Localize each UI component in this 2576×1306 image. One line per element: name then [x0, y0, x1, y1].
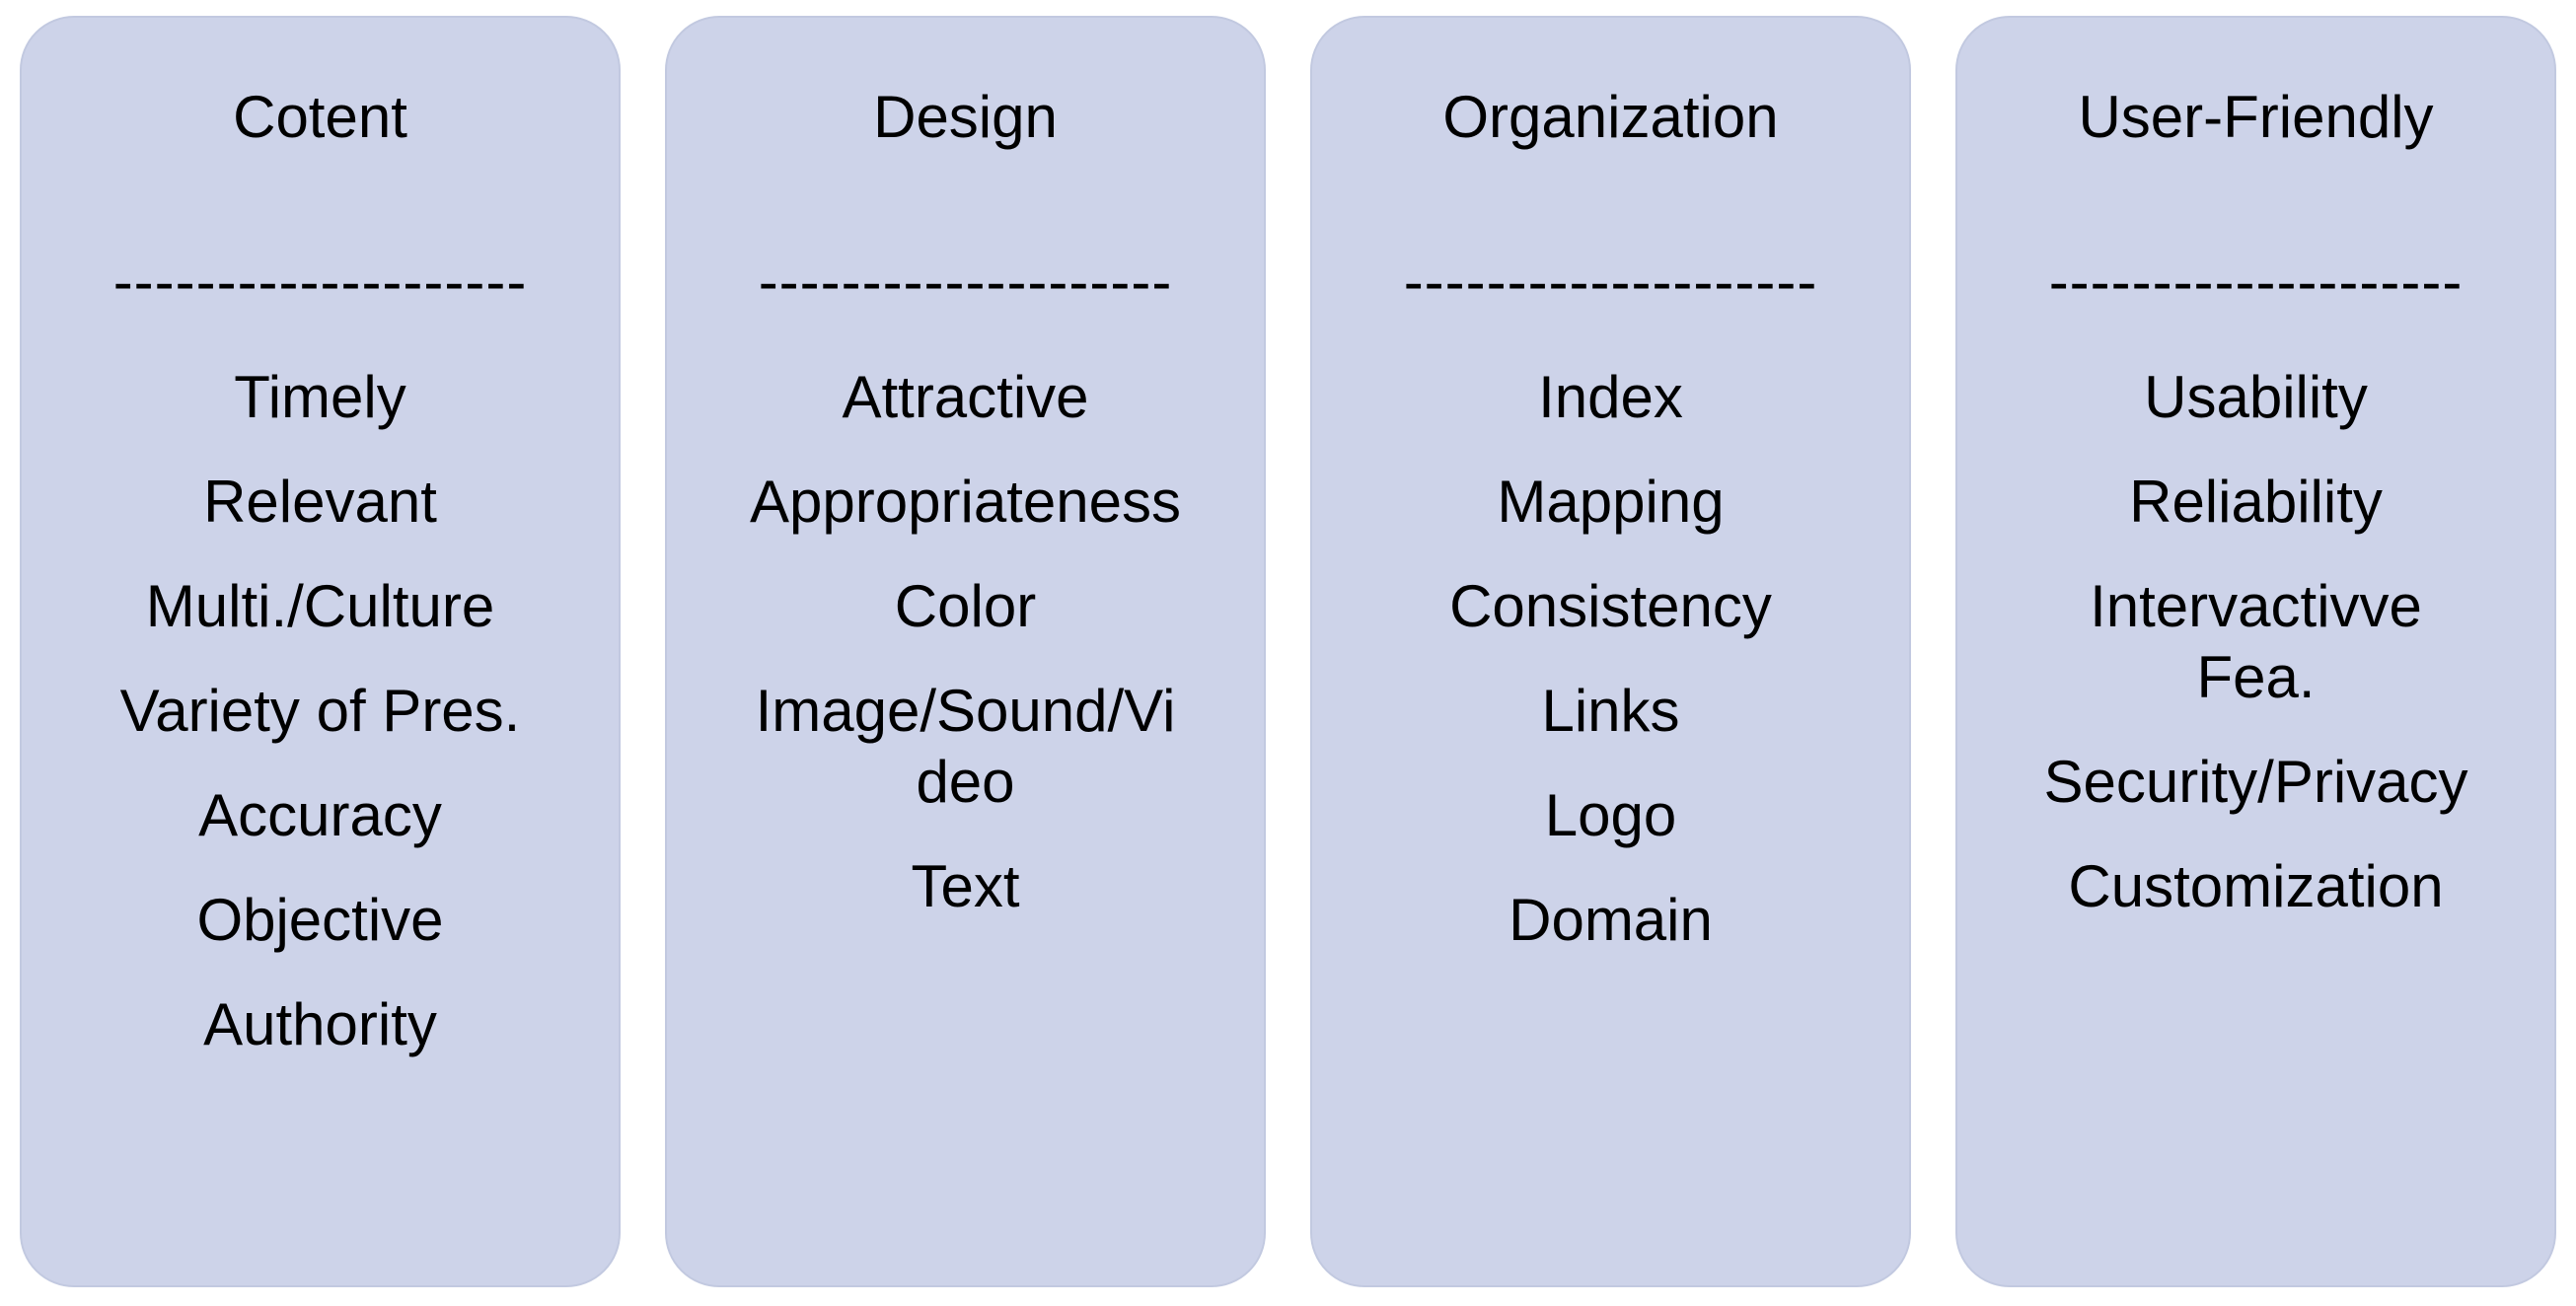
list-item: Text [911, 853, 1020, 919]
card-title: Cotent [233, 84, 407, 150]
list-item: Index [1538, 364, 1683, 430]
list-item: Usability [2144, 364, 2368, 430]
card-user-friendly: User-Friendly -------------------- Usabi… [1955, 16, 2556, 1287]
list-item: Attractive [842, 364, 1089, 430]
list-item: Relevant [203, 469, 437, 535]
card-content: Cotent -------------------- Timely Relev… [20, 16, 621, 1287]
list-item: Security/Privacy [2043, 749, 2468, 815]
list-item: Multi./Culture [145, 573, 495, 639]
card-organization: Organization -------------------- Index … [1310, 16, 1911, 1287]
dashed-divider: -------------------- [112, 249, 528, 315]
dashed-divider: -------------------- [2048, 249, 2464, 315]
list-item: Intervactivve Fea. [2090, 573, 2422, 710]
list-item: Domain [1509, 887, 1713, 953]
card-title: Design [873, 84, 1058, 150]
card-item-list: Usability Reliability Intervactivve Fea.… [2036, 362, 2475, 922]
list-item: Consistency [1449, 573, 1772, 639]
card-title: Organization [1442, 84, 1779, 150]
dashed-divider: -------------------- [758, 249, 1173, 315]
card-design: Design -------------------- Attractive A… [665, 16, 1266, 1287]
list-item: Timely [234, 364, 406, 430]
card-item-list: Index Mapping Consistency Links Logo Dom… [1391, 362, 1830, 956]
list-item: Links [1541, 678, 1680, 744]
list-item: Image/Sound/Video [755, 678, 1176, 815]
dashed-divider: -------------------- [1403, 249, 1818, 315]
card-item-list: Attractive Appropriateness Color Image/S… [746, 362, 1185, 922]
card-item-list: Timely Relevant Multi./Culture Variety o… [101, 362, 540, 1060]
list-item: Accuracy [198, 782, 442, 848]
list-item: Authority [203, 991, 437, 1057]
card-title: User-Friendly [2078, 84, 2434, 150]
list-item: Customization [2068, 853, 2444, 919]
list-item: Logo [1544, 782, 1677, 848]
list-item: Variety of Pres. [119, 678, 521, 744]
list-item: Mapping [1497, 469, 1725, 535]
list-item: Objective [196, 887, 444, 953]
list-item: Reliability [2129, 469, 2383, 535]
list-item: Appropriateness [750, 469, 1181, 535]
list-item: Color [894, 573, 1037, 639]
